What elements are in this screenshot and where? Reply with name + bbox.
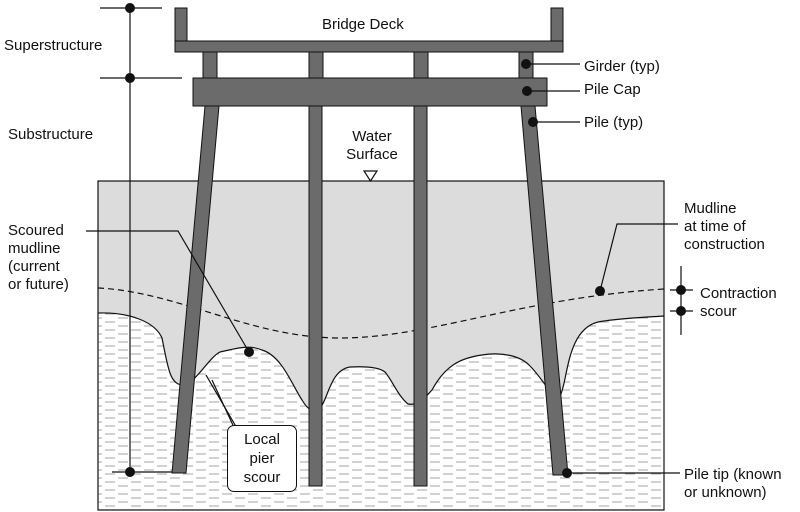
- local-pier-scour-box: Local pier scour: [227, 425, 297, 492]
- label-pile-tip-line1: Pile tip (known: [684, 466, 782, 483]
- label-superstructure: Superstructure: [4, 37, 103, 54]
- dimension-dot: [125, 3, 135, 13]
- label-mudline-line2: at time of: [684, 218, 746, 235]
- label-water-surface-line2: Surface: [346, 146, 398, 163]
- label-girder: Girder (typ): [584, 58, 660, 75]
- mudline-leader: [599, 223, 678, 292]
- label-mudline-line3: construction: [684, 236, 765, 253]
- label-pile: Pile (typ): [584, 114, 644, 131]
- pile-tip-dot: [562, 468, 572, 478]
- girder-dot: [521, 59, 531, 69]
- label-contraction-scour: Contraction scour: [700, 285, 777, 321]
- label-scoured-line1: Scoured: [8, 222, 64, 239]
- pile-dot: [528, 117, 538, 127]
- pile-vertical: [308, 105, 323, 487]
- scoured-leader: [86, 230, 250, 353]
- girder: [202, 51, 218, 79]
- label-water-surface: Water Surface: [332, 128, 412, 164]
- pile-cap-dot: [522, 86, 532, 96]
- bridge-deck: [174, 7, 188, 43]
- water-surface-marker: [362, 170, 379, 183]
- contraction-dot: [676, 306, 686, 316]
- label-water-surface-line1: Water: [352, 128, 392, 145]
- pile-cap: [192, 77, 548, 107]
- label-local-line1: Local: [244, 431, 280, 448]
- bridge-deck-slab: [174, 40, 564, 53]
- label-scoured-line4: or future): [8, 276, 69, 293]
- label-scoured-line3: (current: [8, 258, 60, 275]
- label-scoured-mudline: Scoured mudline (current or future): [8, 222, 69, 294]
- scoured-dot: [244, 347, 254, 357]
- label-pile-cap: Pile Cap: [584, 81, 641, 98]
- pile-battered-left: [171, 105, 220, 474]
- label-pile-tip: Pile tip (known or unknown): [684, 466, 782, 502]
- label-local-line2: pier: [249, 450, 275, 467]
- label-contraction-line2: scour: [700, 303, 737, 320]
- label-pile-tip-line2: or unknown): [684, 484, 767, 501]
- girder: [413, 51, 429, 79]
- label-contraction-line1: Contraction: [700, 285, 777, 302]
- label-mudline-line1: Mudline: [684, 200, 737, 217]
- label-local-line3: scour: [243, 469, 281, 486]
- label-scoured-line2: mudline: [8, 240, 61, 257]
- pile-vertical: [413, 105, 428, 487]
- dimension-dot: [125, 467, 135, 477]
- girder: [308, 51, 324, 79]
- label-bridge-deck: Bridge Deck: [322, 16, 404, 33]
- bridge-deck-right-post: [550, 7, 564, 43]
- label-mudline: Mudline at time of construction: [684, 200, 765, 254]
- contraction-dot: [676, 285, 686, 295]
- mudline-dot: [595, 286, 605, 296]
- dimension-dot: [125, 73, 135, 83]
- label-substructure: Substructure: [8, 126, 94, 143]
